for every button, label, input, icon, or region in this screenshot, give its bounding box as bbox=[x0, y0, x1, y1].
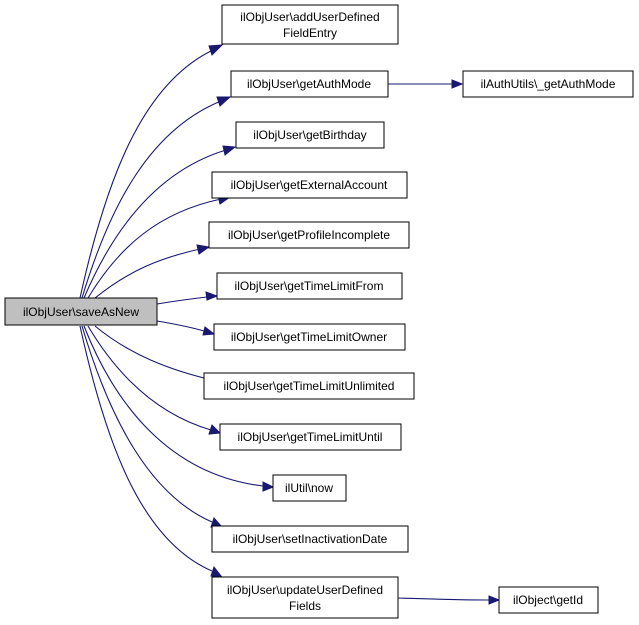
node-objectGetId[interactable]: ilObject\getId bbox=[498, 586, 599, 614]
arrowhead-addUserDefinedFieldEntry bbox=[208, 44, 224, 56]
edge-root-to-setInactivationDate bbox=[81, 325, 213, 523]
arrowhead-utilNow bbox=[262, 481, 275, 492]
arrowhead-getBirthday bbox=[222, 145, 237, 156]
edge-root-to-getTimeLimitUntil bbox=[87, 325, 212, 431]
node-label: ilObject\getId bbox=[513, 593, 583, 607]
edge-root-to-getTimeLimitFrom bbox=[156, 296, 208, 305]
node-label: ilObjUser\getTimeLimitUnlimited bbox=[224, 379, 395, 393]
node-label: ilObjUser\getTimeLimitFrom bbox=[235, 279, 384, 293]
edges bbox=[79, 44, 501, 605]
node-getBirthday[interactable]: ilObjUser\getBirthday bbox=[235, 121, 385, 149]
node-getProfileIncomplete[interactable]: ilObjUser\getProfileIncomplete bbox=[208, 221, 410, 249]
node-getTimeLimitOwner[interactable]: ilObjUser\getTimeLimitOwner bbox=[213, 323, 406, 351]
node-utilNow[interactable]: ilUtil\now bbox=[272, 474, 347, 502]
arrowhead-getProfileIncomplete bbox=[196, 244, 211, 255]
node-getTimeLimitUntil[interactable]: ilObjUser\getTimeLimitUntil bbox=[219, 423, 402, 451]
node-updateUserDefinedFields[interactable]: ilObjUser\updateUserDefined Fields bbox=[211, 576, 399, 619]
edge-updateUserDefinedFields-to-objectGetId bbox=[397, 597, 490, 601]
node-label: ilObjUser\getExternalAccount bbox=[231, 178, 388, 192]
node-label: ilObjUser\getTimeLimitUntil bbox=[238, 430, 383, 444]
node-setInactivationDate[interactable]: ilObjUser\setInactivationDate bbox=[211, 525, 409, 553]
node-label: ilAuthUtils\_getAuthMode bbox=[481, 77, 616, 91]
node-label-line-2: Fields bbox=[289, 599, 321, 613]
arrowhead-getAuthMode bbox=[216, 96, 232, 107]
node-label: ilObjUser\setInactivationDate bbox=[233, 532, 388, 546]
node-label: ilObjUser\saveAsNew bbox=[23, 305, 139, 319]
edge-root-to-getProfileIncomplete bbox=[94, 248, 201, 299]
edge-root-to-getExternalAccount bbox=[87, 198, 222, 299]
node-saveAsNew[interactable]: ilObjUser\saveAsNew bbox=[4, 297, 158, 326]
node-label-line-2: FieldEntry bbox=[283, 26, 337, 40]
node-label: ilObjUser\getProfileIncomplete bbox=[228, 228, 390, 242]
edge-root-to-getTimeLimitOwner bbox=[156, 320, 205, 332]
node-label: ilObjUser\getAuthMode bbox=[247, 77, 371, 91]
node-label: ilObjUser\getBirthday bbox=[253, 128, 366, 142]
edge-root-to-getAuthMode bbox=[81, 100, 222, 299]
edge-root-to-addUserDefinedFieldEntry bbox=[79, 49, 214, 299]
node-authUtilsGetAuthMode[interactable]: ilAuthUtils\_getAuthMode bbox=[462, 70, 634, 98]
arrowhead-getTimeLimitFrom bbox=[205, 291, 219, 301]
edge-root-to-getTimeLimitUnlimited bbox=[94, 325, 213, 381]
node-label: ilObjUser\getTimeLimitOwner bbox=[231, 330, 387, 344]
arrowhead-authUtils bbox=[451, 79, 464, 89]
arrowhead-getTimeLimitUntil bbox=[208, 424, 222, 435]
arrowhead-objectGetId bbox=[488, 595, 501, 605]
node-label-line-1: ilObjUser\updateUserDefined bbox=[227, 583, 383, 597]
node-label: ilUtil\now bbox=[285, 481, 333, 495]
node-addUserDefinedFieldEntry[interactable]: ilObjUser\addUserDefined FieldEntry bbox=[221, 4, 399, 45]
node-getTimeLimitFrom[interactable]: ilObjUser\getTimeLimitFrom bbox=[216, 272, 403, 300]
edge-root-to-updateUserDefinedFields bbox=[79, 325, 213, 572]
edge-root-to-utilNow bbox=[83, 325, 264, 487]
node-label-line-1: ilObjUser\addUserDefined bbox=[240, 10, 379, 24]
arrowhead-getTimeLimitOwner bbox=[202, 326, 216, 336]
node-getAuthMode[interactable]: ilObjUser\getAuthMode bbox=[230, 70, 389, 98]
node-getTimeLimitUnlimited[interactable]: ilObjUser\getTimeLimitUnlimited bbox=[203, 372, 415, 400]
arrowhead-updateUserDefinedFields bbox=[210, 565, 223, 577]
node-getExternalAccount[interactable]: ilObjUser\getExternalAccount bbox=[211, 171, 408, 199]
edge-root-to-getBirthday bbox=[83, 149, 227, 299]
